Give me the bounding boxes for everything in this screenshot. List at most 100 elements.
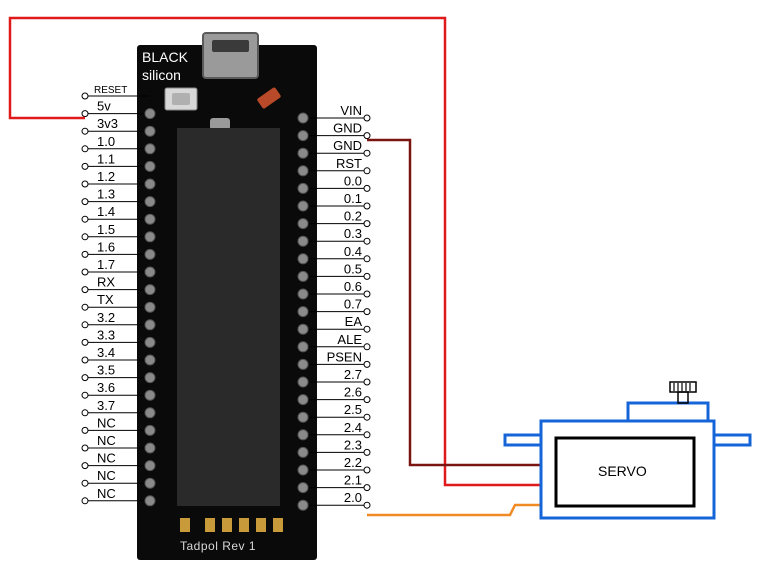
right-pin-pad [297,411,309,423]
left-pin-label: 1.2 [97,169,115,184]
left-pin-label: NC [97,415,116,430]
brand-line1: BLACK [142,49,189,65]
right-pin-terminal [363,431,371,439]
left-pin-terminal [81,180,89,188]
left-pin-pad [144,336,156,348]
servo-gear-icon [669,381,697,404]
right-pin-terminal [363,132,371,140]
right-pin-pad [297,464,309,476]
right-pin-label: PSEN [327,349,362,364]
right-pin-pad [297,200,309,212]
usb-port [212,40,249,52]
right-pin-19: 2.3 [297,437,371,458]
left-pin-terminal [81,92,89,100]
left-pin-terminal [81,391,89,399]
left-pin-0: RESET [81,85,150,100]
left-pin-4: 1.1 [81,151,156,172]
right-pin-6: 0.2 [297,209,371,230]
left-pin-pad [144,460,156,472]
left-pin-5: 1.2 [81,169,156,190]
left-pin-terminal [81,497,89,505]
right-pin-label: VIN [340,103,362,118]
wire-5v-power [8,16,540,487]
right-pin-terminal [363,448,371,456]
right-pin-22: 2.0 [297,490,371,511]
left-pin-terminal [81,198,89,206]
right-pin-label: EA [345,314,363,329]
left-pin-pad [144,108,156,120]
right-pin-label: 2.6 [344,385,362,400]
right-pin-pad [297,429,309,441]
right-pin-label: ALE [337,332,362,347]
left-pin-label: NC [97,486,116,501]
left-pin-10: 1.7 [81,257,156,278]
left-pin-1: 5v [81,99,156,120]
right-pin-pad [297,288,309,300]
right-pin-4: 0.0 [297,173,371,194]
left-pin-terminal [81,233,89,241]
right-pin-terminal [363,501,371,509]
left-pin-terminal [81,145,89,153]
right-pin-label: 2.2 [344,455,362,470]
right-pin-pad [297,270,309,282]
left-pin-label: 3.7 [97,398,115,413]
right-pin-8: 0.4 [297,244,371,265]
right-pin-12: EA [297,314,371,335]
right-pin-label: RST [336,156,362,171]
right-pin-terminal [363,272,371,280]
left-pin-12: TX [81,292,156,313]
left-pin-label: NC [97,433,116,448]
left-pin-16: 3.5 [81,363,156,384]
left-pin-terminal [81,338,89,346]
servo-mount-right [710,433,752,447]
right-pin-14: PSEN [297,349,371,370]
right-pin-terminal [363,413,371,421]
left-pin-label: 1.5 [97,222,115,237]
right-pin-label: 0.4 [344,244,362,259]
right-pin-terminal [363,308,371,316]
left-pin-terminal [81,110,89,118]
left-pin-pad [144,354,156,366]
left-pin-label: NC [97,451,116,466]
right-pin-terminal [363,360,371,368]
brand-line2: silicon [142,67,181,83]
reset-button-cap [172,93,190,105]
left-pin-pad [144,248,156,260]
left-pin-20: NC [81,433,156,454]
left-pin-terminal [81,462,89,470]
left-pin-pad [144,495,156,507]
left-pin-label: 3.2 [97,310,115,325]
left-pin-terminal [81,250,89,258]
right-pin-pad [297,147,309,159]
left-pin-terminal [81,409,89,417]
left-pin-label: TX [97,292,114,307]
left-pin-label: 3.3 [97,327,115,342]
left-pin-terminal [81,162,89,170]
left-pin-21: NC [81,451,156,472]
board-caption: Tadpol Rev 1 [180,539,256,553]
right-pin-terminal [363,466,371,474]
left-pin-terminal [81,303,89,311]
right-pin-11: 0.7 [297,297,371,318]
diode [257,87,281,109]
right-pin-pad [297,376,309,388]
servo-mount-left [503,433,545,447]
left-pin-11: RX [81,275,156,296]
servo-label-box [554,436,696,508]
right-pin-pad [297,341,309,353]
left-pin-3: 1.0 [81,134,156,155]
right-pin-pad [297,323,309,335]
left-pin-terminal [81,426,89,434]
microcontroller-chip [177,128,280,506]
left-pin-label: 1.6 [97,239,115,254]
right-pin-terminal [363,237,371,245]
right-pin-terminal [363,378,371,386]
right-pin-label: GND [333,138,362,153]
right-pin-1: GND [297,121,371,142]
right-pin-3: RST [297,156,371,177]
left-pin-pad [144,125,156,137]
left-pin-pad [144,284,156,296]
left-pin-pad [144,231,156,243]
right-pin-21: 2.1 [297,473,371,494]
